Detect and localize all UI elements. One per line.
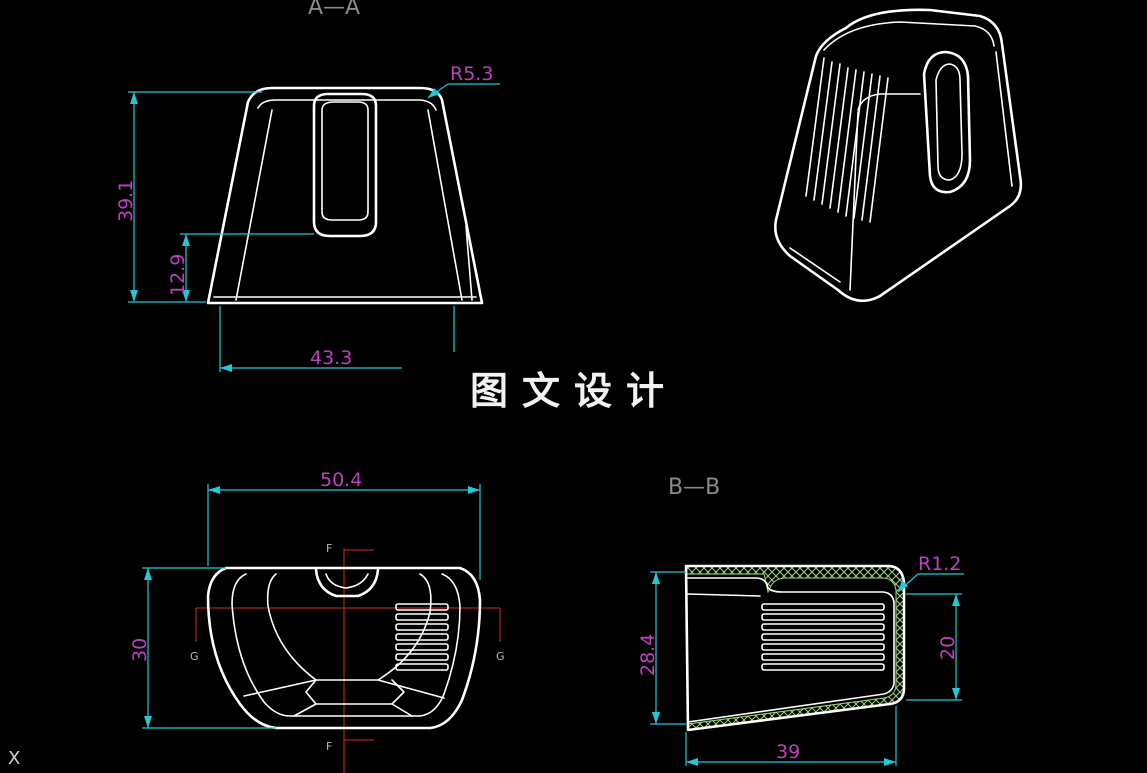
section-aa-right-edge (465, 225, 473, 301)
iso-bottom-edge (789, 247, 841, 283)
dim-aa-slot-height: 12.9 (167, 254, 189, 296)
iso-top-face (823, 21, 995, 51)
section-bb-inner-side (687, 601, 895, 723)
iso-side-edge (849, 111, 859, 291)
section-aa-view: A—A 39.1 12.9 43.3 R5.3 (115, 0, 500, 372)
section-aa-top-band (257, 99, 437, 111)
section-aa-outline (206, 86, 484, 305)
cut-label-f-bottom: F (326, 740, 332, 753)
bottom-view-spoke-bl (293, 703, 317, 717)
dim-aa-radius: R5.3 (450, 63, 493, 85)
bottom-view-hex (305, 679, 405, 705)
section-aa-inner-right-wall (427, 109, 463, 301)
dim-aa-height: 39.1 (115, 180, 137, 222)
cut-label-g-left: G (190, 650, 199, 663)
bottom-view-notch-inner (325, 573, 369, 589)
section-aa-inner-left-wall (235, 109, 273, 301)
section-bb-title: B—B (668, 475, 720, 500)
section-aa-title: A—A (308, 0, 360, 20)
bottom-view-spoke-right (377, 679, 445, 699)
section-bb-ribs (761, 603, 885, 671)
bottom-view-notch (314, 568, 380, 598)
isometric-view (774, 8, 1023, 303)
bottom-view: F F G G 50.4 (129, 469, 505, 773)
section-bb-inner-top (685, 577, 895, 603)
axis-marker: X (8, 748, 20, 769)
bottom-view-outline (206, 566, 482, 730)
iso-outline (774, 8, 1023, 303)
bottom-view-ribs (395, 603, 449, 671)
section-aa-slot-inner (321, 101, 369, 221)
iso-slot (922, 50, 972, 194)
bottom-view-spoke-br (391, 703, 413, 717)
dim-bb-length: 39 (776, 741, 800, 763)
bottom-view-inner-cavity (266, 573, 432, 681)
bottom-view-spoke-left (243, 679, 317, 697)
section-bb-view: B—B 28.4 20 (637, 475, 964, 766)
section-bb-inner-line (687, 593, 761, 597)
dim-bb-radius: R1.2 (918, 553, 961, 575)
dim-bb-height: 28.4 (637, 634, 659, 676)
cut-label-f-top: F (326, 542, 332, 555)
cut-label-g-right: G (496, 650, 505, 663)
section-aa-slot-outer (312, 92, 378, 238)
bottom-view-inner-ring (231, 573, 461, 717)
dim-bottom-height: 30 (129, 638, 151, 662)
section-bb-outline (684, 564, 906, 732)
iso-right-edge (995, 51, 1013, 187)
iso-slot-inner (935, 63, 963, 181)
dim-aa-width: 43.3 (310, 347, 352, 369)
iso-grip-ribs (805, 57, 889, 223)
watermark-text: 图文设计 (470, 368, 678, 413)
dim-bottom-width: 50.4 (320, 469, 362, 491)
dim-bb-inner-height: 20 (937, 636, 959, 660)
